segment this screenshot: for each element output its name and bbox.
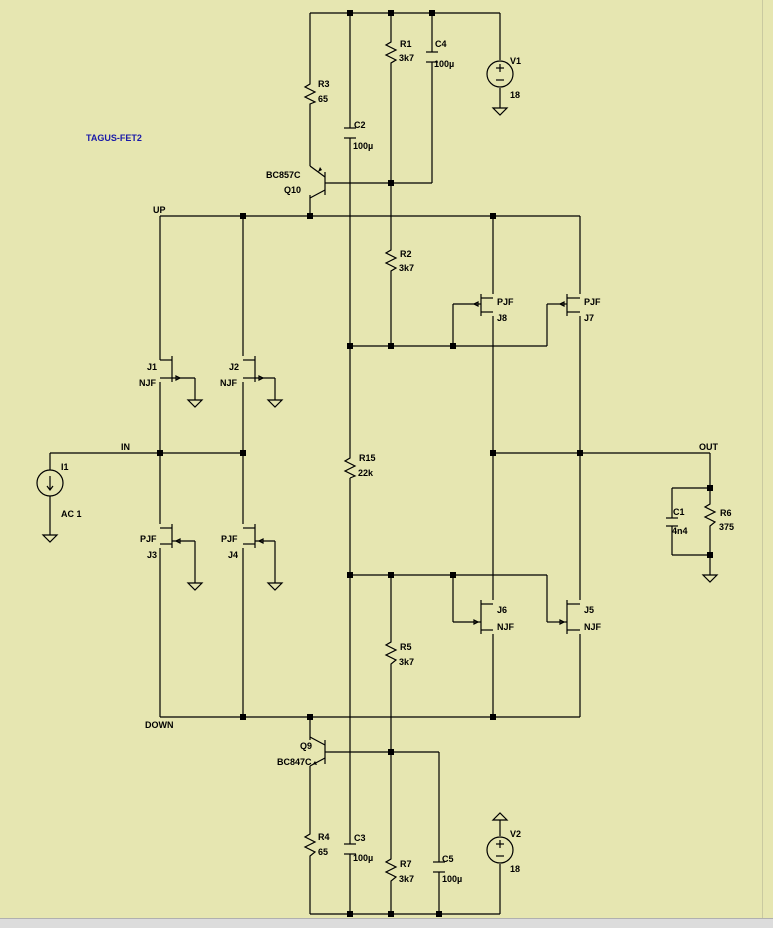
svg-text:PJF: PJF (497, 297, 514, 307)
svg-text:R6: R6 (720, 508, 732, 518)
schematic-title: TAGUS-FET2 (86, 133, 142, 143)
transistor-Q10[interactable]: BC857C Q10 (266, 158, 330, 199)
svg-text:18: 18 (510, 90, 520, 100)
svg-text:100µ: 100µ (434, 59, 454, 69)
svg-text:R2: R2 (400, 249, 412, 259)
svg-text:J6: J6 (497, 605, 507, 615)
net-label-in: IN (121, 442, 130, 452)
transistor-Q9[interactable]: Q9 BC847C (277, 736, 330, 767)
net-label-down: DOWN (145, 720, 174, 730)
jfet-J4[interactable]: PJF J4 (221, 524, 276, 583)
jfet-J1[interactable]: J1 NJF (139, 356, 196, 400)
ground-icon (41, 534, 59, 543)
svg-text:R4: R4 (318, 832, 330, 842)
svg-text:PJF: PJF (584, 297, 601, 307)
ground-icon (266, 582, 284, 591)
svg-text:NJF: NJF (220, 378, 238, 388)
svg-text:J7: J7 (584, 313, 594, 323)
jfet-J8[interactable]: PJF J8 (472, 294, 514, 323)
svg-text:J5: J5 (584, 605, 594, 615)
svg-text:22k: 22k (358, 468, 374, 478)
svg-text:C2: C2 (354, 120, 366, 130)
svg-text:J2: J2 (229, 362, 239, 372)
jfet-J6[interactable]: J6 NJF (473, 600, 515, 634)
current-source-I1[interactable]: I1 AC 1 (36, 462, 82, 519)
svg-text:J4: J4 (228, 550, 238, 560)
window-right-border (762, 0, 773, 927)
svg-text:100µ: 100µ (353, 141, 373, 151)
svg-text:65: 65 (318, 94, 328, 104)
capacitor-C3[interactable]: C3 100µ (344, 833, 373, 863)
svg-text:100µ: 100µ (353, 853, 373, 863)
svg-text:J3: J3 (147, 550, 157, 560)
window-bottom-border (0, 918, 773, 928)
svg-text:R3: R3 (318, 79, 330, 89)
svg-text:C1: C1 (673, 507, 685, 517)
resistor-R5[interactable]: R5 3k7 (384, 638, 414, 668)
svg-text:V2: V2 (510, 829, 521, 839)
svg-text:NJF: NJF (139, 378, 157, 388)
resistor-R15[interactable]: R15 22k (343, 453, 376, 479)
svg-text:100µ: 100µ (442, 874, 462, 884)
svg-text:3k7: 3k7 (399, 657, 414, 667)
svg-text:NJF: NJF (497, 622, 515, 632)
svg-text:J8: J8 (497, 313, 507, 323)
svg-text:3k7: 3k7 (399, 874, 414, 884)
ground-symbols (41, 107, 719, 821)
wires (49, 12, 711, 915)
svg-text:R5: R5 (400, 642, 412, 652)
capacitor-C2[interactable]: C2 100µ (344, 120, 373, 151)
svg-text:BC857C: BC857C (266, 170, 301, 180)
ground-icon (701, 574, 719, 583)
svg-text:65: 65 (318, 847, 328, 857)
net-label-up: UP (153, 205, 166, 215)
svg-text:R15: R15 (359, 453, 376, 463)
svg-text:C5: C5 (442, 854, 454, 864)
jfet-J2[interactable]: J2 NJF (220, 356, 276, 400)
ground-icon (186, 399, 204, 408)
ground-icon (491, 107, 509, 116)
net-label-out: OUT (699, 442, 719, 452)
ground-icon (266, 399, 284, 408)
svg-text:PJF: PJF (140, 534, 157, 544)
capacitor-C1[interactable]: C1 4n4 (666, 507, 688, 536)
jfet-J3[interactable]: PJF J3 (140, 524, 196, 583)
svg-text:Q10: Q10 (284, 185, 301, 195)
svg-text:R7: R7 (400, 859, 412, 869)
capacitor-C4[interactable]: C4 100µ (426, 39, 454, 69)
svg-text:4n4: 4n4 (672, 526, 688, 536)
svg-text:C4: C4 (435, 39, 447, 49)
svg-text:3k7: 3k7 (399, 53, 414, 63)
capacitor-C5[interactable]: C5 100µ (433, 854, 462, 884)
svg-text:C3: C3 (354, 833, 366, 843)
jfet-J7[interactable]: PJF J7 (558, 294, 601, 323)
ground-icon (491, 812, 509, 821)
svg-text:18: 18 (510, 864, 520, 874)
voltage-source-V1[interactable]: V1 18 (486, 56, 521, 100)
voltage-source-V2[interactable]: V2 18 (486, 829, 521, 874)
ground-icon (186, 582, 204, 591)
svg-text:PJF: PJF (221, 534, 238, 544)
svg-text:BC847C: BC847C (277, 757, 312, 767)
resistor-R2[interactable]: R2 3k7 (384, 246, 414, 274)
resistor-R3[interactable]: R3 65 (303, 79, 330, 106)
svg-text:I1: I1 (61, 462, 69, 472)
resistor-R6[interactable]: R6 375 (703, 500, 734, 532)
resistor-R4[interactable]: R4 65 (303, 830, 330, 860)
svg-text:3k7: 3k7 (399, 263, 414, 273)
svg-text:AC 1: AC 1 (61, 509, 82, 519)
junctions (157, 10, 713, 917)
svg-text:V1: V1 (510, 56, 521, 66)
svg-text:R1: R1 (400, 39, 412, 49)
jfet-J5[interactable]: J5 NJF (559, 600, 602, 634)
resistor-R1[interactable]: R1 3k7 (384, 38, 414, 66)
svg-text:375: 375 (719, 522, 734, 532)
svg-text:NJF: NJF (584, 622, 602, 632)
svg-text:Q9: Q9 (300, 741, 312, 751)
resistor-R7[interactable]: R7 3k7 (384, 855, 414, 885)
svg-text:J1: J1 (147, 362, 157, 372)
